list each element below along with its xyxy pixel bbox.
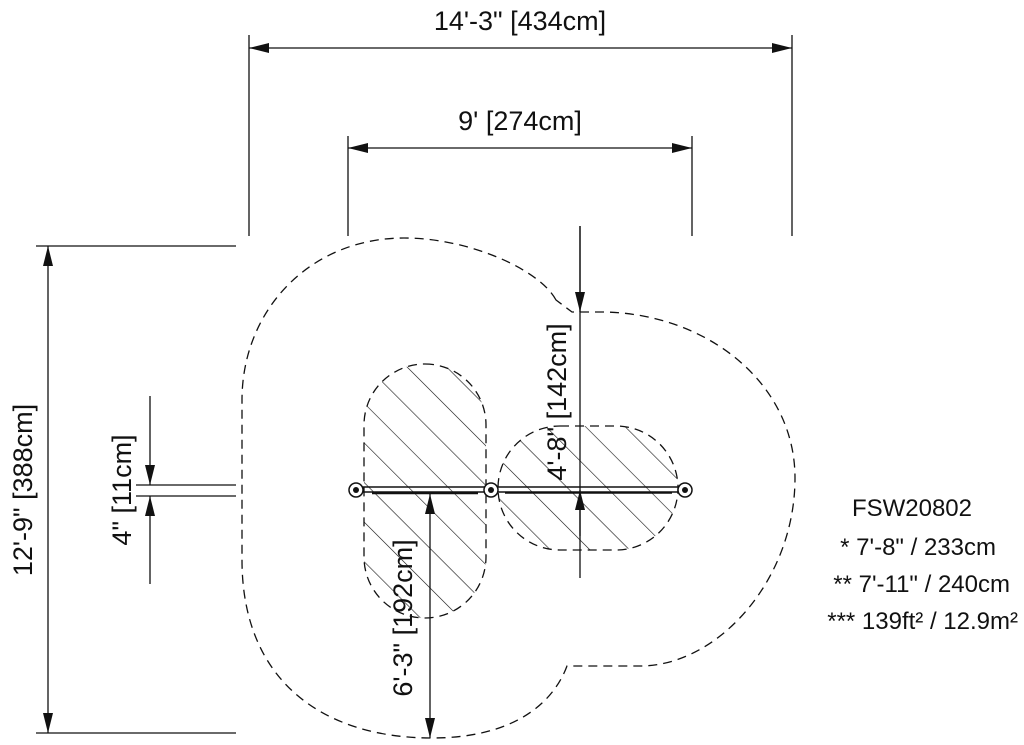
right-swing-area [497, 425, 679, 551]
beam-post-center [483, 482, 499, 498]
small-gap-dimension [136, 396, 236, 584]
spec-line-2: ** 7'-11" / 240cm [833, 571, 1010, 598]
beam-post-left [348, 482, 364, 498]
inner-width-label: 9' [274cm] [458, 106, 582, 136]
overall-depth-dimension [36, 245, 236, 734]
overall-width-dimension [248, 35, 793, 236]
right-offset-label: 4'-8" [142cm] [542, 323, 572, 480]
model-number: FSW20802 [852, 495, 972, 522]
spec-line-3: *** 139ft² / 12.9m² [827, 608, 1018, 635]
swing-beam [356, 486, 686, 495]
overall-width-label: 14'-3" [434cm] [434, 6, 606, 36]
left-swing-area [363, 363, 487, 619]
inner-width-dimension [347, 136, 693, 236]
beam-post-right [677, 482, 693, 498]
overall-depth-label: 12'-9" [388cm] [8, 404, 38, 576]
small-gap-label: 4" [11cm] [107, 434, 137, 545]
bottom-offset-label: 6'-3" [192cm] [388, 539, 418, 696]
spec-line-1: * 7'-8" / 233cm [840, 534, 996, 561]
use-zone-boundary [241, 237, 796, 739]
